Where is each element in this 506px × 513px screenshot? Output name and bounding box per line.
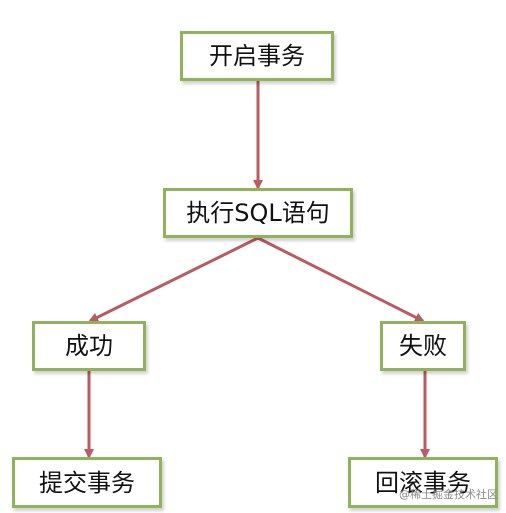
node-execute-sql-label: 执行SQL语句	[186, 199, 330, 227]
node-commit-transaction-label: 提交事务	[39, 468, 135, 497]
node-execute-sql: 执行SQL语句	[163, 188, 353, 238]
node-commit-transaction: 提交事务	[12, 457, 162, 508]
node-start-transaction-label: 开启事务	[209, 42, 305, 70]
edge-exec-to-success	[88, 236, 259, 323]
node-rollback-transaction-label: 回滚事务	[375, 468, 471, 497]
node-success: 成功	[32, 321, 146, 371]
node-rollback-transaction: 回滚事务	[348, 457, 498, 508]
watermark-text: @稀土掘金技术社区	[399, 488, 498, 501]
node-start-transaction: 开启事务	[180, 31, 334, 81]
node-success-label: 成功	[65, 332, 113, 360]
node-failure: 失败	[380, 321, 466, 371]
node-failure-label: 失败	[399, 332, 447, 360]
edge-exec-to-fail	[257, 236, 425, 323]
